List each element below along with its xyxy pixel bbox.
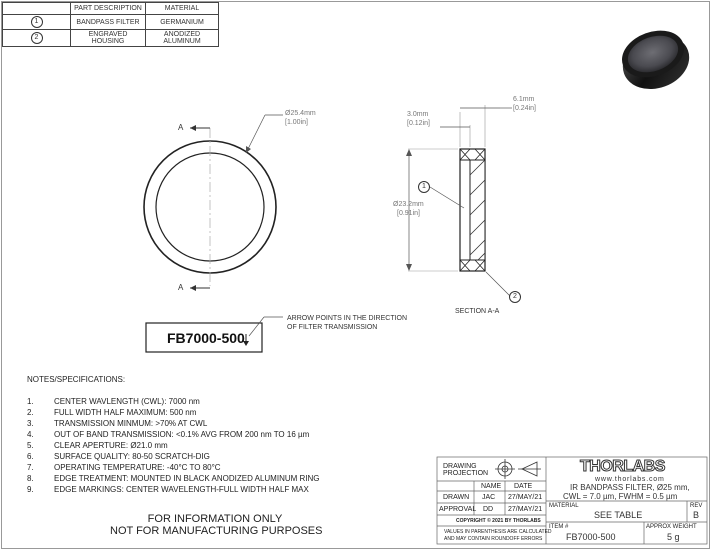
disclaimer-line2: AND MAY CONTAIN ROUNDOFF ERRORS (444, 536, 543, 542)
approval-name: DD (483, 506, 494, 513)
drawing-projection-label: DRAWING PROJECTION (443, 463, 489, 478)
weight-label: APPROX WEIGHT (646, 524, 697, 530)
engraving-box (145, 316, 283, 353)
footer-line2: NOT FOR MANUFACTURING PURPOSES (110, 525, 323, 537)
approval-date: 27/MAY/21 (508, 506, 543, 513)
diameter-dimension-in: [1.00in] (285, 119, 308, 126)
item-value: FB7000-500 (566, 532, 616, 542)
engraving-text: FB7000-500 (167, 330, 245, 346)
parts-table-row: 1 BANDPASS FILTER GERMANIUM (2, 14, 219, 30)
section-caption: SECTION A-A (455, 308, 500, 315)
parts-table: PART DESCRIPTION MATERIAL 1 BANDPASS FIL… (2, 2, 219, 47)
material-label: MATERIAL (549, 503, 579, 509)
title-line1: IR BANDPASS FILTER, Ø25 mm, (570, 483, 690, 492)
material-value: SEE TABLE (594, 510, 643, 520)
drawn-date: 27/MAY/21 (508, 494, 543, 501)
title-block-lines (436, 456, 708, 545)
thickness-dimension: 3.0mm (407, 111, 429, 118)
aperture-dimension: Ø23.2mm (393, 201, 424, 208)
parts-material: GERMANIUM (145, 14, 219, 30)
balloon-number: 1 (30, 16, 43, 28)
rev-label: REV (690, 503, 703, 509)
note-item: 5.CLEAR APERTURE: Ø21.0 mm (27, 441, 168, 450)
note-item: 4.OUT OF BAND TRANSMISSION: <0.1% AVG FR… (27, 430, 310, 439)
balloon-1: 1 (418, 181, 430, 193)
footer-line1: FOR INFORMATION ONLY (147, 513, 283, 525)
thorlabs-logo: THORLABS (580, 458, 666, 475)
notes-title: NOTES/SPECIFICATIONS: (27, 375, 126, 384)
parts-header-num (2, 2, 71, 15)
note-item: 7.OPERATING TEMPERATURE: -40°C TO 80°C (27, 463, 221, 472)
section-view (406, 105, 512, 297)
note-item: 9.EDGE MARKINGS: CENTER WAVELENGTH-FULL … (27, 485, 309, 494)
housing-dimension-in: [0.24in] (513, 105, 536, 112)
balloon-number: 2 (30, 32, 43, 44)
item-label: ITEM # (549, 524, 569, 530)
note-item: 2.FULL WIDTH HALF MAXIMUM: 500 nm (27, 408, 197, 417)
copyright-text: COPYRIGHT © 2021 BY THORLABS (456, 518, 541, 524)
thickness-dimension-in: [0.12in] (407, 120, 430, 127)
section-label-bottom: A (178, 283, 184, 292)
note-item: 8.EDGE TREATMENT: MOUNTED IN BLACK ANODI… (27, 474, 320, 483)
weight-value: 5 g (667, 532, 680, 542)
parts-header-description: PART DESCRIPTION (70, 2, 146, 15)
aperture-dimension-in: [0.91in] (397, 210, 420, 217)
engraving-note-line1: ARROW POINTS IN THE DIRECTION (287, 315, 408, 322)
date-header: DATE (514, 483, 533, 490)
drawn-name: JAC (482, 494, 496, 501)
parts-table-header: PART DESCRIPTION MATERIAL (2, 2, 219, 15)
disclaimer-line1: VALUES IN PARENTHESIS ARE CALCULATED (444, 529, 552, 535)
front-view-ring (143, 114, 283, 291)
title-line2: CWL = 7.0 µm, FWHM = 0.5 µm (563, 492, 678, 501)
parts-description: BANDPASS FILTER (70, 14, 146, 30)
balloon-2: 2 (509, 291, 521, 303)
housing-dimension: 6.1mm (513, 96, 535, 103)
rev-value: B (693, 510, 700, 520)
projection-symbol (495, 459, 541, 479)
engraving-note-line2: OF FILTER TRANSMISSION (287, 324, 378, 331)
drawn-label: DRAWN (443, 494, 470, 501)
diameter-dimension: Ø25.4mm (285, 110, 316, 117)
approval-label: APPROVAL (439, 506, 477, 513)
note-item: 1.CENTER WAVLENGTH (CWL): 7000 nm (27, 397, 200, 406)
website-text: www.thorlabs.com (595, 476, 665, 483)
parts-header-material: MATERIAL (145, 2, 219, 15)
name-header: NAME (481, 483, 502, 490)
note-item: 6.SURFACE QUALITY: 80-50 SCRATCH-DIG (27, 452, 210, 461)
section-label-top: A (178, 123, 184, 132)
note-item: 3.TRANSMISSION MINMUM: >70% AT CWL (27, 419, 208, 428)
